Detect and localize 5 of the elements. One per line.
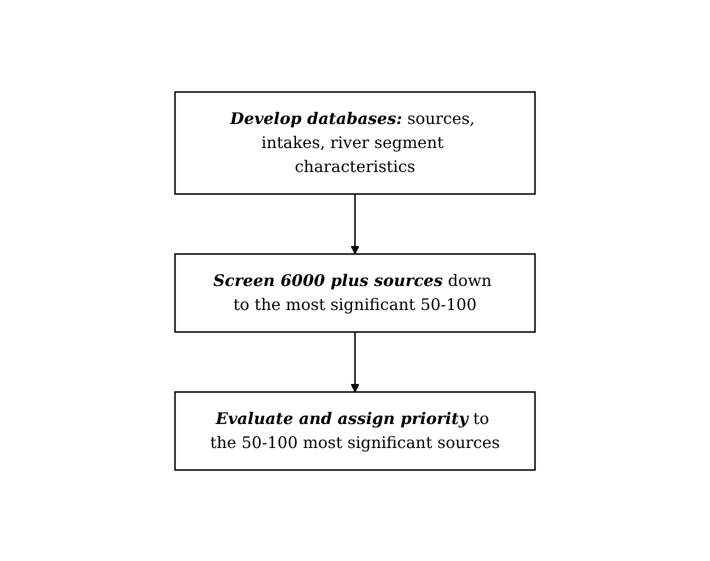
node-box: Screen 6000 plus sources down to the most significant 50-100 — [174, 252, 536, 332]
node-box: Evaluate and assign priority to the 50-100 most significant sources — [174, 390, 536, 470]
node-box: Develop databases: sources, intakes, river segment characteristics — [174, 90, 536, 194]
arrow — [350, 194, 360, 254]
arrow — [350, 332, 360, 392]
